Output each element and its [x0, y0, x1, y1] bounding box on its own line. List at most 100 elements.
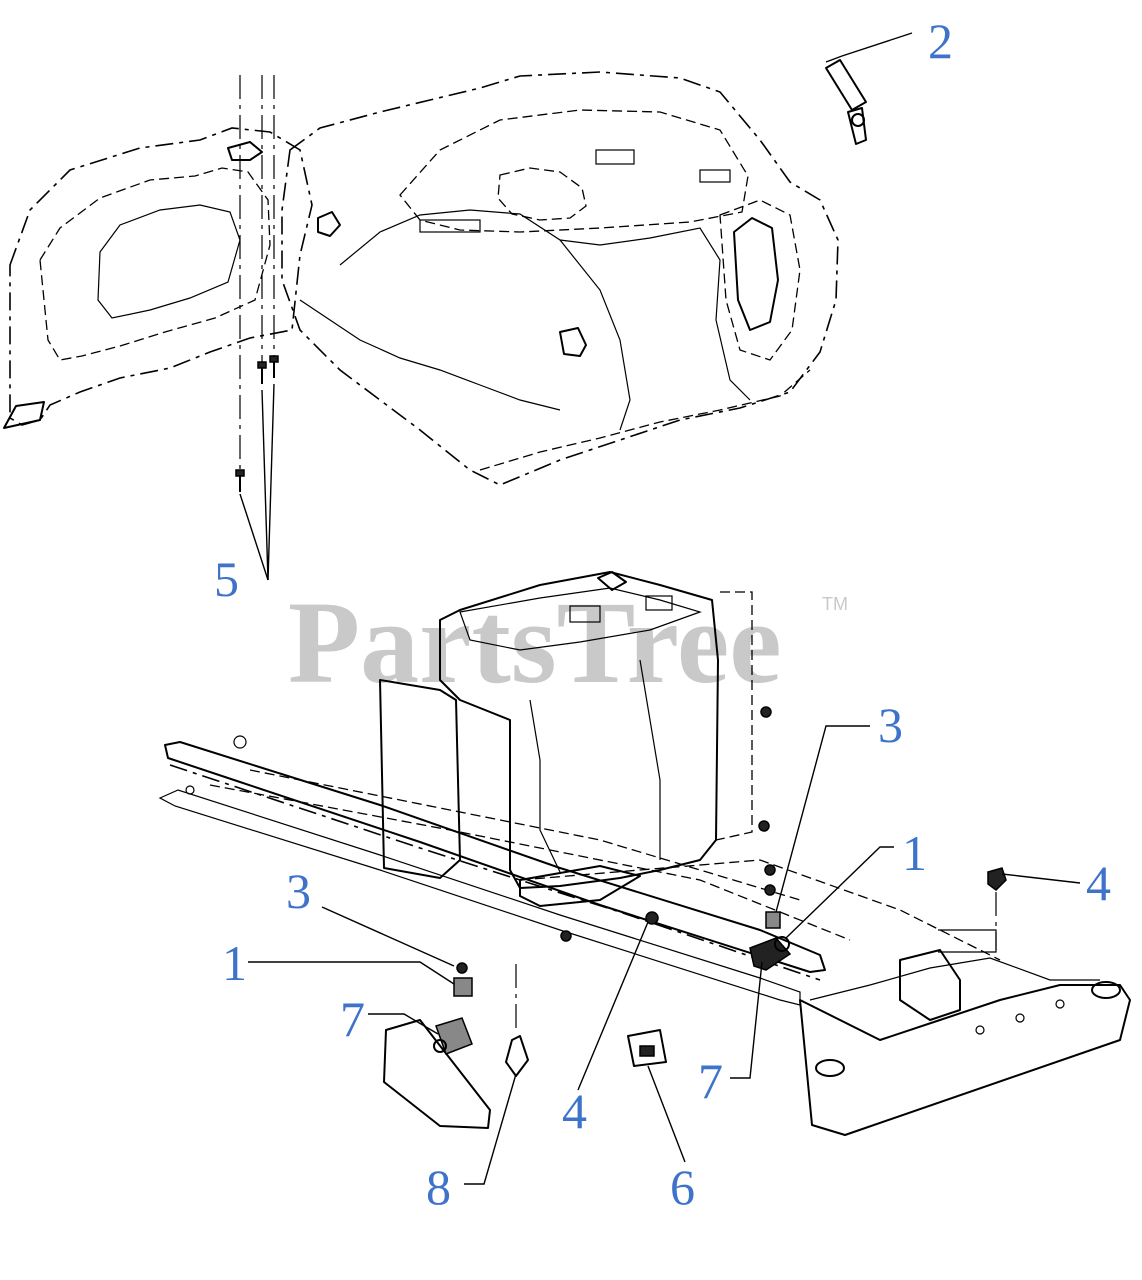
switch-clip	[765, 911, 781, 929]
seat-platform	[399, 109, 749, 233]
callout-labels: 2 5 3 1 4 3 1 7 7 4 6 8	[214, 13, 1111, 1215]
fuel-cap	[227, 141, 263, 161]
seat-support-top	[459, 587, 702, 651]
screw	[235, 469, 245, 492]
nut	[645, 911, 659, 925]
switch-clip-left	[453, 962, 473, 997]
frame-rail-right	[799, 984, 1131, 1136]
key-tag	[825, 59, 867, 111]
callout-1-left: 1	[222, 935, 247, 991]
cross-brace	[209, 784, 851, 941]
switch-clip	[453, 977, 473, 997]
leader-4-bottom	[577, 921, 649, 1091]
callout-4-right: 4	[1086, 855, 1111, 911]
wire-tie-item-8	[505, 964, 529, 1077]
callout-8: 8	[426, 1159, 451, 1215]
frame-plate	[519, 865, 641, 907]
panel-slot	[595, 149, 635, 165]
leader-3-right	[775, 725, 870, 913]
axle-hole	[815, 1059, 845, 1077]
switch-assembly-right	[749, 864, 792, 971]
left-fender-inner	[39, 167, 271, 361]
nut	[758, 820, 770, 832]
callout-7-right: 7	[698, 1053, 723, 1109]
leader-3-left	[321, 906, 455, 967]
leader-1-right	[785, 846, 894, 939]
left-fender	[9, 127, 313, 426]
right-side-panel	[719, 199, 801, 361]
cross-brace	[519, 859, 1001, 961]
leader-5	[267, 383, 275, 581]
front-edge	[479, 369, 811, 471]
callout-5: 5	[214, 551, 239, 607]
clip-screw	[764, 884, 776, 896]
body-panel-assembly	[3, 71, 839, 486]
leader-lines	[239, 32, 1081, 1185]
mounting-tab	[317, 211, 341, 237]
clip-screw	[456, 962, 468, 974]
tower-tab	[597, 571, 627, 591]
seat-support-tower	[439, 571, 719, 889]
switch-item-6	[627, 1029, 667, 1067]
tower-outline	[715, 591, 753, 841]
seat-recess	[497, 167, 587, 221]
switch-plunger	[433, 1039, 447, 1053]
seat-switch	[749, 937, 792, 971]
frame-hole	[975, 1025, 985, 1035]
frame-rail-right-top	[809, 957, 1100, 1001]
leader-4-right	[1001, 873, 1081, 884]
callout-3-right: 3	[878, 697, 903, 753]
leader-6	[647, 1065, 686, 1163]
screws-item-5	[235, 355, 279, 492]
nut	[560, 930, 572, 942]
body-rib	[559, 227, 751, 401]
callout-3-left: 3	[286, 863, 311, 919]
switch-body	[627, 1029, 667, 1067]
frame-rail-left-lower	[158, 789, 801, 1006]
bolt	[987, 867, 1007, 891]
nut	[760, 706, 772, 718]
leader-5	[239, 493, 269, 581]
left-fender-opening	[97, 204, 241, 319]
tower-slot	[569, 605, 601, 623]
screw	[257, 361, 267, 384]
main-body-shell	[281, 71, 839, 486]
axle-hole	[1091, 981, 1121, 999]
leader-7-left	[368, 1013, 439, 1035]
watermark: PartsTree TM	[288, 577, 848, 708]
leader-5	[261, 389, 269, 581]
tower-side-plate	[379, 679, 461, 879]
wire-tie	[505, 1035, 529, 1077]
right-fender-shape	[733, 217, 779, 331]
callout-4-bottom: 4	[562, 1083, 587, 1139]
cross-brace	[249, 769, 801, 901]
ignition-key-item-2	[825, 59, 867, 145]
key-head	[851, 113, 865, 127]
watermark-trademark: TM	[822, 594, 848, 614]
callout-2: 2	[928, 13, 953, 69]
nuts-item-4	[560, 706, 1007, 950]
key-shaft	[847, 107, 867, 145]
body-rib	[299, 299, 561, 411]
clip-screw	[764, 864, 776, 876]
left-fender-tab	[3, 401, 45, 429]
frame-rail-left	[164, 741, 826, 973]
switch-bracket-left	[383, 1017, 491, 1129]
frame-hole	[185, 785, 195, 795]
frame-hole	[1055, 999, 1065, 1009]
frame-assembly	[158, 571, 1131, 1136]
tower-face-rib	[529, 699, 561, 873]
leader-2	[825, 32, 913, 63]
frame-bracket	[899, 949, 961, 1021]
tower-slot	[645, 595, 673, 611]
frame-hole	[1015, 1013, 1025, 1023]
frame-centerline	[169, 764, 821, 981]
tower-face-rib	[639, 659, 661, 860]
mounting-tab	[559, 327, 587, 357]
callout-6: 6	[670, 1159, 695, 1215]
body-rib	[339, 209, 631, 431]
frame-hole	[233, 735, 247, 749]
switch-plunger	[774, 936, 790, 952]
callout-1-right: 1	[902, 825, 927, 881]
